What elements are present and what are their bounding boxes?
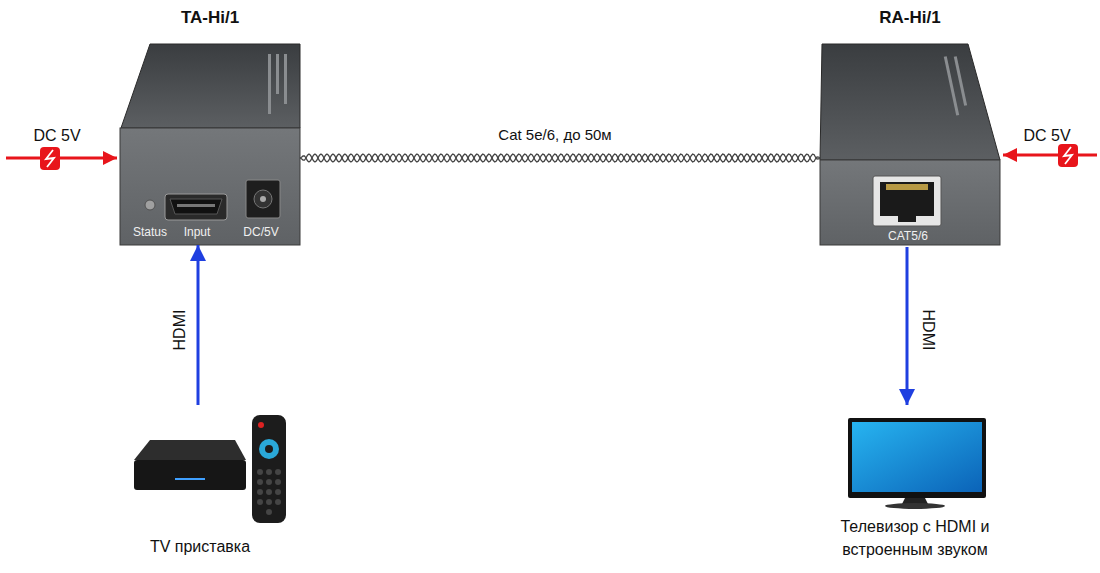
remote-control [252, 415, 286, 523]
power-badge [40, 147, 60, 170]
device-title: RA-Hi/1 [800, 8, 1020, 28]
set-top-box [134, 440, 246, 460]
port-label: CAT5/6 [876, 229, 940, 243]
dc-jack [246, 180, 280, 218]
port-label: Status [127, 225, 173, 239]
device-front [820, 160, 1000, 245]
cable-label: HDMI [171, 308, 189, 353]
rj45-port [873, 176, 941, 226]
hdmi-port-inner [170, 199, 222, 214]
device-print [284, 54, 287, 104]
twisted-pair-cable [300, 154, 820, 162]
power-arrow [1003, 154, 1097, 157]
remote-dpad-center [265, 445, 273, 453]
power-arrow [6, 157, 117, 160]
tv-frame [848, 418, 986, 498]
device-caption: TV приставка [110, 537, 290, 556]
device-front [120, 128, 300, 245]
set-top-box-led [175, 478, 205, 480]
hdmi-port [165, 194, 227, 220]
device-top [820, 44, 1000, 160]
lightning-symbol [1064, 147, 1072, 164]
device-print [954, 56, 967, 106]
dc-jack-hole [254, 190, 272, 208]
device-print [276, 54, 279, 94]
power-badge [1058, 144, 1078, 167]
rj45-latch [898, 214, 916, 222]
rj45-contacts [886, 184, 928, 190]
device-title: TA-Hi/1 [100, 8, 320, 28]
television: Телевизор с HDMI и встроенным звуком [800, 405, 1030, 570]
tv-screen [852, 422, 982, 492]
port-label: DC/5V [236, 225, 286, 239]
rj45-port-inner [880, 182, 934, 216]
device-print [268, 54, 271, 114]
remote-button [258, 422, 264, 428]
lightning-symbol [46, 150, 54, 167]
cable-strand [300, 154, 820, 162]
remote-keypad [257, 469, 281, 515]
cable-label: Cat 5e/6, до 50м [496, 126, 613, 143]
dc-jack-pin [260, 196, 266, 202]
device-caption: Телевизор с HDMI и встроенным звуком [805, 515, 1025, 561]
status-led [145, 200, 155, 210]
receiver-device: RA-Hi/1CAT5/6 [820, 45, 1000, 247]
hdmi-cable [197, 245, 200, 405]
remote-dpad [259, 439, 279, 459]
hdmi-contacts [177, 204, 215, 207]
tv-box: TV приставка [110, 405, 290, 565]
port-label: Input [174, 225, 220, 239]
power-label: DC 5V [33, 127, 80, 145]
set-top-box-side [134, 460, 246, 490]
device-top [121, 44, 300, 128]
tv-base [885, 503, 945, 509]
power-label: DC 5V [1023, 127, 1070, 145]
hdmi-cable [906, 247, 909, 405]
cable-label: HDMI [919, 308, 937, 353]
transmitter-device: TA-Hi/1StatusInputDC/5V [120, 42, 300, 245]
